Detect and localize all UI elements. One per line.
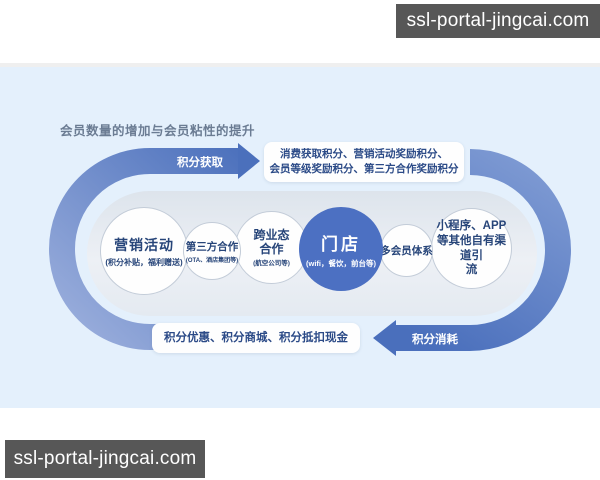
- points-spend-arrowhead-icon: [373, 320, 396, 356]
- circle-third-party-subtitle: (OTA、酒店集团等): [185, 257, 239, 264]
- diagram-title: 会员数量的增加与会员粘性的提升: [60, 124, 256, 138]
- watermark-top: ssl-portal-jingcai.com: [396, 4, 600, 38]
- circle-own-channels: 小程序、APP 等其他自有渠道引 流: [431, 208, 512, 289]
- points-earn-label: 积分获取: [177, 157, 223, 169]
- points-spend-box: 积分优惠、积分商城、积分抵扣现金: [152, 323, 360, 353]
- circle-multi-membership: 多会员体系: [380, 224, 433, 277]
- circle-cross-industry-title: 跨业态 合作: [253, 227, 290, 256]
- circle-third-party: 第三方合作 (OTA、酒店集团等): [183, 222, 241, 280]
- circle-cross-industry: 跨业态 合作 (航空公司等): [235, 211, 308, 284]
- circle-marketing-title: 营销活动: [114, 236, 174, 253]
- points-earn-box: 消费获取积分、营销活动奖励积分、 会员等级奖励积分、第三方合作奖励积分: [264, 142, 464, 182]
- circle-third-party-title: 第三方合作: [185, 240, 239, 253]
- panel-top-divider: [0, 63, 600, 67]
- circle-own-channels-title: 小程序、APP 等其他自有渠道引 流: [436, 219, 507, 277]
- circle-multi-membership-title: 多会员体系: [380, 245, 433, 257]
- circle-marketing-subtitle: (积分补贴，福利赠送): [105, 257, 183, 267]
- circle-store-subtitle: (wifi，餐饮，前台等): [306, 258, 376, 268]
- points-earn-box-line2: 会员等级奖励积分、第三方合作奖励积分: [269, 163, 459, 175]
- points-spend-label: 积分消耗: [412, 334, 458, 346]
- circle-cross-industry-subtitle: (航空公司等): [253, 260, 290, 268]
- watermark-bottom: ssl-portal-jingcai.com: [5, 440, 205, 478]
- circle-store: 门店 (wifi，餐饮，前台等): [299, 207, 383, 291]
- points-earn-arrow-band: [49, 148, 238, 350]
- circle-store-title: 门店: [321, 234, 361, 254]
- points-earn-arrowhead-icon: [238, 143, 260, 179]
- points-spend-arrow-band: [396, 149, 571, 351]
- circle-marketing: 营销活动 (积分补贴，福利赠送): [100, 207, 188, 295]
- points-earn-box-line1: 消费获取积分、营销活动奖励积分、: [280, 148, 448, 160]
